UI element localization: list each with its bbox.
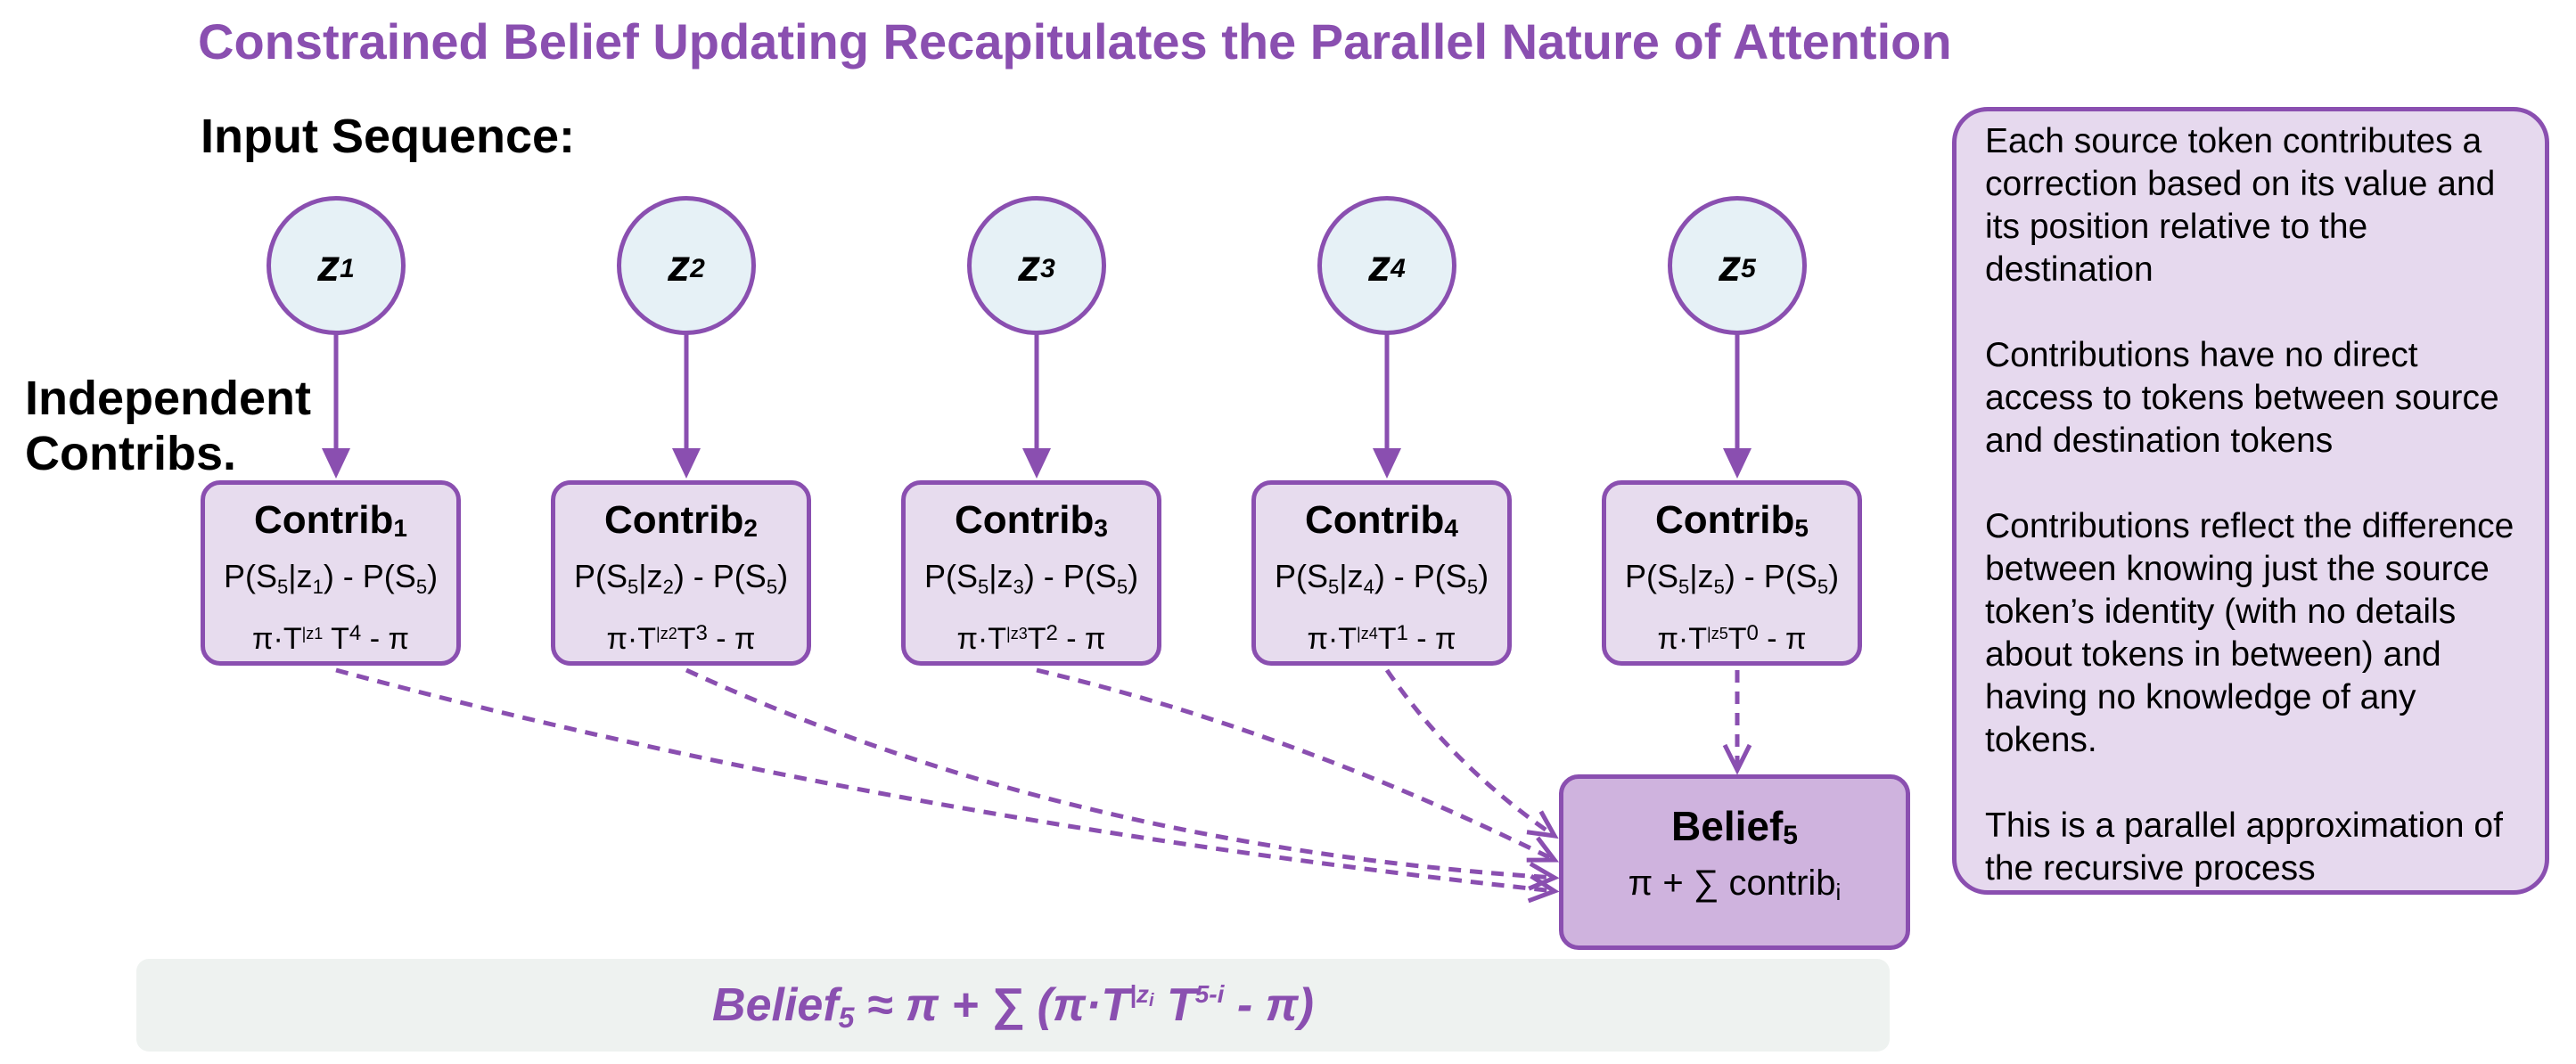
contrib-box-5: Contrib5 P(S5|z5) - P(S5) π·T|z5T0 - π	[1602, 480, 1862, 666]
independent-contribs-label-line2: Contribs.	[25, 427, 236, 480]
contrib-formula-matrix: π·T|z4T1 - π	[1307, 621, 1456, 656]
dashed-arrow-contrib3-belief	[1036, 667, 1560, 863]
explanation-note-4: This is a parallel approximation of the …	[1985, 806, 2503, 888]
dashed-arrow-contrib4-belief	[1384, 668, 1559, 839]
summary-formula: Belief5 ≈ π + ∑ (π·T|zi T5-i - π)	[712, 979, 1314, 1034]
contrib-title: Contrib2	[604, 498, 758, 542]
contrib-to-belief-arrows	[335, 667, 1752, 904]
independent-contribs-label: Independent Contribs.	[25, 371, 311, 481]
summary-formula-box: Belief5 ≈ π + ∑ (π·T|zi T5-i - π)	[136, 959, 1890, 1052]
contrib-title: Contrib5	[1655, 498, 1809, 542]
input-to-contrib-arrows	[322, 334, 1752, 479]
contrib-formula-probability: P(S5|z4) - P(S5)	[1274, 558, 1489, 598]
explanation-note-1: Each source token contributes a correcti…	[1985, 122, 2496, 289]
contrib-formula-matrix: π·T|z5T0 - π	[1657, 621, 1807, 656]
contrib-formula-probability: P(S5|z2) - P(S5)	[573, 558, 789, 598]
contrib-formula-probability: P(S5|z3) - P(S5)	[923, 558, 1139, 598]
contrib-title: Contrib4	[1305, 498, 1458, 542]
belief-title: Belief5	[1671, 803, 1798, 850]
independent-contribs-label-line1: Independent	[25, 372, 311, 425]
contrib-formula-matrix: π·T|z3T2 - π	[956, 621, 1106, 656]
contrib-title: Contrib1	[254, 498, 407, 542]
input-sequence-label: Input Sequence:	[201, 110, 576, 163]
contrib-formula-probability: P(S5|z1) - P(S5)	[223, 558, 439, 598]
contrib-box-3: Contrib3 P(S5|z3) - P(S5) π·T|z3T2 - π	[901, 480, 1161, 666]
contrib-box-1: Contrib1 P(S5|z1) - P(S5) π·T|z1 T4 - π	[201, 480, 461, 666]
contrib-box-4: Contrib4 P(S5|z4) - P(S5) π·T|z4T1 - π	[1251, 480, 1512, 666]
contrib-box-2: Contrib2 P(S5|z2) - P(S5) π·T|z2T3 - π	[551, 480, 811, 666]
dashed-arrow-contrib2-belief	[685, 667, 1560, 891]
belief-box: Belief5 π + ∑ contribi	[1559, 774, 1910, 950]
contrib-title: Contrib3	[955, 498, 1108, 542]
explanation-panel: Each source token contributes a correcti…	[1952, 107, 2549, 895]
belief-formula: π + ∑ contribi	[1628, 863, 1842, 905]
contrib-formula-matrix: π·T|z1 T4 - π	[252, 621, 409, 656]
explanation-note-2: Contributions have no direct access to t…	[1985, 336, 2499, 460]
contrib-formula-probability: P(S5|z5) - P(S5)	[1624, 558, 1840, 598]
dashed-arrow-contrib1-belief	[335, 667, 1560, 904]
explanation-note-3: Contributions reflect the difference bet…	[1985, 507, 2514, 759]
diagram-title: Constrained Belief Updating Recapitulate…	[198, 13, 1952, 70]
contrib-formula-matrix: π·T|z2T3 - π	[606, 621, 756, 656]
